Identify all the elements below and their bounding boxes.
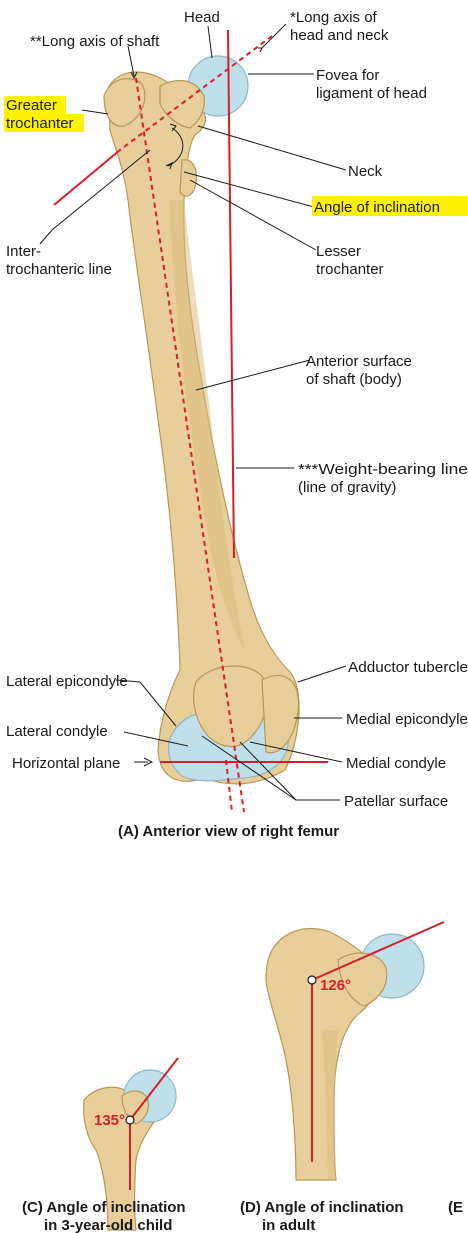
label-lateral-epicondyle: Lateral epicondyle — [6, 673, 128, 690]
adult-angle-value: 126° — [320, 977, 351, 994]
caption-d-2: in adult — [262, 1217, 315, 1234]
label-long-axis-shaft: **Long axis of shaft — [30, 33, 160, 50]
angle-arrow-top — [169, 123, 177, 132]
axis-lines — [53, 29, 328, 813]
label-intertrochanteric-2: trochanteric line — [6, 261, 112, 278]
adult-shaft-shading — [322, 1030, 338, 1180]
long-axis-shaft-line — [135, 77, 245, 813]
label-long-axis-head-neck-1: *Long axis of — [290, 9, 378, 26]
child-angle-value: 135° — [94, 1112, 125, 1129]
figure-child: 135° (C) Angle of inclination in 3-year-… — [22, 1057, 186, 1234]
label-anterior-surface-2: of shaft (body) — [306, 371, 402, 388]
angle-arrow-bottom — [165, 162, 173, 170]
label-fovea-2: ligament of head — [316, 85, 427, 102]
label-weight-bearing-1: ***Weight-bearing line — [298, 461, 468, 478]
weight-bearing-line — [227, 29, 235, 559]
caption-d-1: (D) Angle of inclination — [240, 1199, 404, 1216]
adult-vertex-marker — [307, 975, 317, 985]
label-lateral-condyle: Lateral condyle — [6, 723, 108, 740]
lesser-trochanter — [179, 159, 197, 197]
label-medial-condyle: Medial condyle — [346, 755, 446, 772]
adult-neck — [337, 952, 388, 1007]
label-adductor-tubercle: Adductor tubercle — [348, 659, 468, 676]
label-neck: Neck — [348, 163, 383, 180]
label-head: Head — [184, 9, 220, 26]
labels-a: Head *Long axis of head and neck **Long … — [4, 9, 468, 840]
figure-adult: 126° (D) Angle of inclination in adult (… — [240, 921, 463, 1234]
child-neck-axis — [129, 1057, 179, 1121]
label-fovea-1: Fovea for — [316, 67, 379, 84]
label-long-axis-head-neck-2: head and neck — [290, 27, 389, 44]
femur-anterior-view — [103, 55, 300, 785]
caption-c-2: in 3-year-old child — [44, 1217, 172, 1234]
label-horizontal-plane: Horizontal plane — [12, 755, 120, 772]
caption-e-partial: (E — [448, 1199, 463, 1216]
label-weight-bearing-2: (line of gravity) — [298, 479, 396, 496]
highlight-trochanter — [4, 114, 84, 132]
label-lesser-trochanter-2: trochanter — [316, 261, 384, 278]
caption-a: (A) Anterior view of right femur — [118, 823, 339, 840]
long-axis-head-neck-line-lower — [53, 149, 121, 206]
label-greater-trochanter-2: trochanter — [6, 115, 74, 132]
label-intertrochanteric-1: Inter- — [6, 243, 41, 260]
highlight-angle-of-inclination — [312, 196, 468, 216]
child-vertex-marker — [125, 1115, 135, 1125]
label-anterior-surface-1: Anterior surface — [306, 353, 412, 370]
label-patellar-surface: Patellar surface — [344, 793, 448, 810]
highlight-greater — [4, 96, 66, 114]
label-greater-trochanter-1: Greater — [6, 97, 57, 114]
greater-trochanter — [103, 78, 146, 127]
shaft-shading — [170, 200, 245, 650]
medial-epicondyle-shape — [261, 674, 300, 754]
caption-c-1: (C) Angle of inclination — [22, 1199, 186, 1216]
label-medial-epicondyle: Medial epicondyle — [346, 711, 468, 728]
patellar-surface — [193, 665, 268, 748]
adult-neck-axis — [311, 921, 445, 981]
leader-lines — [39, 23, 347, 801]
label-lesser-trochanter-1: Lesser — [316, 243, 361, 260]
label-angle-of-inclination: Angle of inclination — [314, 199, 440, 216]
long-axis-head-neck-line-upper — [119, 35, 273, 151]
